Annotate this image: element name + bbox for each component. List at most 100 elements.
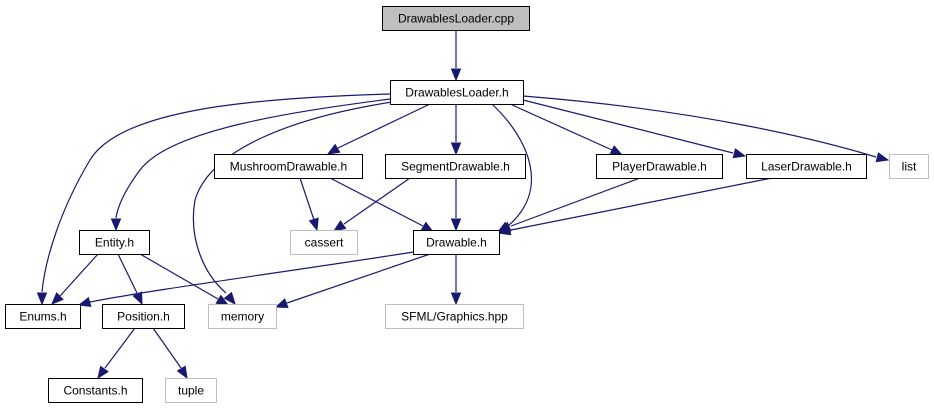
node-label: MushroomDrawable.h	[230, 160, 347, 174]
node-box	[79, 230, 150, 255]
edges-layer	[36, 30, 890, 380]
edge-mushroom-drawable-h-to-cassert	[299, 177, 319, 232]
edge-line	[491, 103, 533, 227]
edge-line	[192, 101, 393, 294]
edge-line	[343, 177, 411, 225]
node-label: Position.h	[117, 310, 170, 324]
node-label: LaserDrawable.h	[761, 160, 852, 174]
node-drawables-loader-cpp[interactable]: DrawablesLoader.cpp	[382, 6, 530, 31]
edge-drawables-loader-h-to-mushroom-drawable-h	[326, 103, 431, 155]
node-box	[746, 154, 867, 179]
node-label: list	[902, 160, 917, 174]
node-label: Drawable.h	[426, 236, 487, 250]
node-drawables-loader-h[interactable]: DrawablesLoader.h	[390, 80, 524, 105]
node-label: PlayerDrawable.h	[612, 160, 707, 174]
node-sfml-graphics-hpp[interactable]: SFML/Graphics.hpp	[385, 304, 524, 329]
edge-line	[510, 177, 641, 227]
node-label: DrawablesLoader.h	[405, 86, 508, 100]
arrowhead-icon	[110, 218, 122, 232]
arrowhead-icon	[450, 218, 462, 232]
edge-line	[117, 253, 138, 294]
edge-line	[510, 177, 773, 231]
arrowhead-icon	[450, 68, 462, 82]
edge-line	[89, 250, 421, 303]
arrowhead-icon	[609, 145, 624, 156]
edge-drawables-loader-h-to-enums-h	[36, 93, 391, 306]
arrowhead-icon	[51, 292, 64, 305]
node-label: SFML/Graphics.hpp	[401, 310, 508, 324]
arrowhead-icon	[497, 225, 512, 236]
node-label: cassert	[305, 236, 344, 250]
arrowhead-icon	[326, 143, 341, 155]
node-label: memory	[221, 310, 264, 324]
node-label: SegmentDrawable.h	[401, 160, 510, 174]
edge-line	[337, 103, 431, 149]
edge-line	[41, 93, 391, 293]
edge-line	[139, 253, 219, 300]
node-box	[290, 230, 358, 255]
edge-drawables-loader-h-to-entity-h	[110, 98, 391, 232]
edge-drawables-loader-cpp-to-drawables-loader-h	[450, 30, 462, 82]
edge-drawable-h-to-sfml-graphics-hpp	[450, 254, 462, 306]
edge-line	[509, 103, 613, 151]
node-memory[interactable]: memory	[208, 304, 277, 329]
edge-line	[522, 95, 877, 158]
node-box	[382, 6, 530, 31]
arrowhead-icon	[274, 298, 289, 308]
edge-position-h-to-constants-h	[97, 327, 136, 380]
edge-drawable-h-to-enums-h	[77, 250, 421, 308]
node-box	[165, 378, 217, 403]
node-constants-h[interactable]: Constants.h	[48, 378, 143, 403]
arrowhead-icon	[97, 365, 109, 380]
node-box	[390, 80, 524, 105]
arrowhead-icon	[77, 296, 92, 308]
edge-entity-h-to-enums-h	[51, 253, 99, 305]
node-box	[48, 378, 143, 403]
node-box	[214, 154, 363, 179]
edge-line	[299, 177, 315, 221]
node-mushroom-drawable-h[interactable]: MushroomDrawable.h	[214, 154, 363, 179]
edge-line	[59, 253, 99, 297]
edge-drawables-loader-h-to-segment-drawable-h	[450, 104, 462, 156]
node-entity-h[interactable]: Entity.h	[79, 230, 150, 255]
edge-position-h-to-tuple	[152, 327, 188, 380]
node-enums-h[interactable]: Enums.h	[5, 304, 81, 329]
edge-laser-drawable-h-to-drawable-h	[497, 177, 773, 236]
node-label: Constants.h	[63, 384, 127, 398]
node-box	[385, 154, 526, 179]
arrowhead-icon	[332, 220, 347, 232]
node-player-drawable-h[interactable]: PlayerDrawable.h	[596, 154, 723, 179]
arrowhead-icon	[36, 292, 48, 306]
node-label: Entity.h	[95, 236, 134, 250]
edge-line	[286, 253, 431, 304]
node-tuple[interactable]: tuple	[165, 378, 217, 403]
node-laser-drawable-h[interactable]: LaserDrawable.h	[746, 154, 867, 179]
arrowhead-icon	[450, 142, 462, 156]
arrowhead-icon	[308, 217, 319, 232]
arrowhead-icon	[450, 292, 462, 306]
node-box	[413, 230, 500, 255]
node-list[interactable]: list	[889, 154, 929, 179]
edge-segment-drawable-h-to-drawable-h	[450, 178, 462, 232]
node-label: tuple	[178, 384, 204, 398]
edge-drawables-loader-h-to-memory	[192, 101, 393, 306]
edge-drawables-loader-h-to-list	[522, 95, 890, 163]
node-cassert[interactable]: cassert	[290, 230, 358, 255]
edge-drawables-loader-h-to-laser-drawable-h	[522, 99, 747, 159]
edge-mushroom-drawable-h-to-drawable-h	[329, 177, 435, 233]
node-drawable-h[interactable]: Drawable.h	[413, 230, 500, 255]
node-box	[385, 304, 524, 329]
node-box	[889, 154, 929, 179]
node-box	[102, 304, 185, 329]
nodes-layer: DrawablesLoader.cppDrawablesLoader.hMush…	[5, 6, 929, 403]
node-box	[596, 154, 723, 179]
arrowhead-icon	[875, 152, 890, 163]
edge-line	[115, 98, 391, 219]
edge-drawable-h-to-memory	[274, 253, 431, 308]
node-segment-drawable-h[interactable]: SegmentDrawable.h	[385, 154, 526, 179]
edge-line	[104, 327, 136, 369]
node-label: DrawablesLoader.cpp	[398, 12, 514, 26]
edge-line	[522, 99, 734, 154]
node-position-h[interactable]: Position.h	[102, 304, 185, 329]
